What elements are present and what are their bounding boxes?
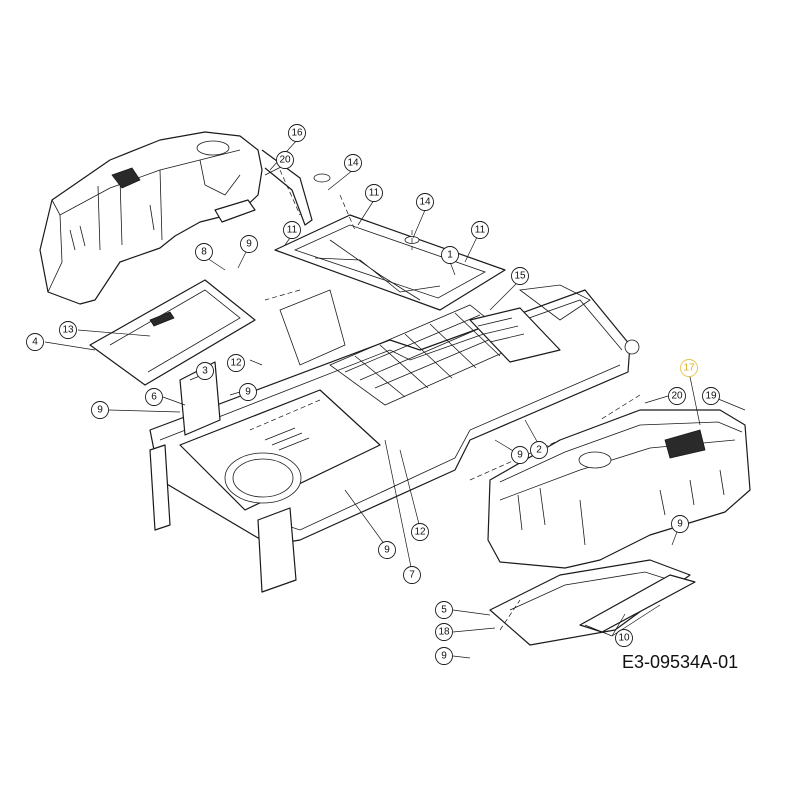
svg-text:7: 7 (409, 570, 415, 581)
svg-text:18: 18 (438, 627, 450, 638)
svg-text:9: 9 (517, 450, 523, 461)
callout-14[interactable]: 14 (416, 193, 434, 211)
svg-text:1: 1 (447, 250, 453, 261)
callout-9[interactable]: 9 (435, 647, 453, 665)
callout-11[interactable]: 11 (283, 221, 301, 239)
callout-17[interactable]: 17 (680, 359, 698, 377)
svg-text:20: 20 (671, 391, 683, 402)
callout-12[interactable]: 12 (227, 354, 245, 372)
svg-text:14: 14 (347, 158, 359, 169)
callout-18[interactable]: 18 (435, 623, 453, 641)
svg-text:8: 8 (201, 247, 207, 258)
floor-grid (329, 304, 521, 406)
front-body-cover (39, 131, 313, 305)
callout-7[interactable]: 7 (403, 566, 421, 584)
callout-9[interactable]: 9 (91, 401, 109, 419)
callout-6[interactable]: 6 (145, 388, 163, 406)
callout-19[interactable]: 19 (702, 387, 720, 405)
callout-9[interactable]: 9 (671, 515, 689, 533)
svg-text:5: 5 (441, 605, 447, 616)
svg-text:12: 12 (414, 527, 426, 538)
callout-20[interactable]: 20 (276, 151, 294, 169)
svg-text:15: 15 (514, 271, 526, 282)
svg-text:9: 9 (677, 519, 683, 530)
callout-11[interactable]: 11 (471, 221, 489, 239)
svg-text:14: 14 (419, 197, 431, 208)
svg-text:16: 16 (291, 128, 303, 139)
lower-rear-plate (489, 559, 696, 646)
svg-text:13: 13 (62, 325, 74, 336)
callout-13[interactable]: 13 (59, 321, 77, 339)
callout-20[interactable]: 20 (668, 387, 686, 405)
callout-10[interactable]: 10 (615, 629, 633, 647)
svg-text:9: 9 (97, 405, 103, 416)
svg-text:12: 12 (230, 358, 242, 369)
callout-5[interactable]: 5 (435, 601, 453, 619)
callout-9[interactable]: 9 (240, 235, 258, 253)
leader-lines (44, 139, 746, 659)
callout-16[interactable]: 16 (288, 124, 306, 142)
svg-text:9: 9 (246, 239, 252, 250)
svg-text:10: 10 (618, 633, 630, 644)
svg-text:6: 6 (151, 392, 157, 403)
callout-14[interactable]: 14 (344, 154, 362, 172)
callout-9[interactable]: 9 (378, 541, 396, 559)
drawing-number-label: E3-09534A-01 (622, 652, 739, 672)
svg-text:9: 9 (441, 651, 447, 662)
svg-text:11: 11 (475, 225, 486, 236)
callout-3[interactable]: 3 (196, 362, 214, 380)
svg-text:4: 4 (32, 337, 38, 348)
svg-text:2: 2 (536, 445, 542, 456)
main-frame (149, 284, 640, 593)
svg-text:9: 9 (245, 387, 251, 398)
callout-1[interactable]: 1 (441, 246, 459, 264)
svg-text:9: 9 (384, 545, 390, 556)
callout-11[interactable]: 11 (365, 184, 383, 202)
callout-12[interactable]: 12 (411, 523, 429, 541)
svg-text:17: 17 (683, 363, 695, 374)
callout-9[interactable]: 9 (511, 446, 529, 464)
svg-text:3: 3 (202, 366, 208, 377)
callout-15[interactable]: 15 (511, 267, 529, 285)
callout-2[interactable]: 2 (530, 441, 548, 459)
callout-8[interactable]: 8 (195, 243, 213, 261)
rear-body-cover (487, 409, 751, 569)
svg-text:11: 11 (369, 188, 380, 199)
deck-plate (274, 173, 506, 311)
callouts: 16 20 14 11 14 11 11 1 8 9 15 13 4 12 3 … (26, 124, 720, 665)
left-mount-plate (89, 279, 256, 436)
callout-9[interactable]: 9 (239, 383, 257, 401)
svg-text:20: 20 (279, 155, 291, 166)
svg-text:19: 19 (705, 391, 717, 402)
svg-text:11: 11 (287, 225, 298, 236)
callout-4[interactable]: 4 (26, 333, 44, 351)
